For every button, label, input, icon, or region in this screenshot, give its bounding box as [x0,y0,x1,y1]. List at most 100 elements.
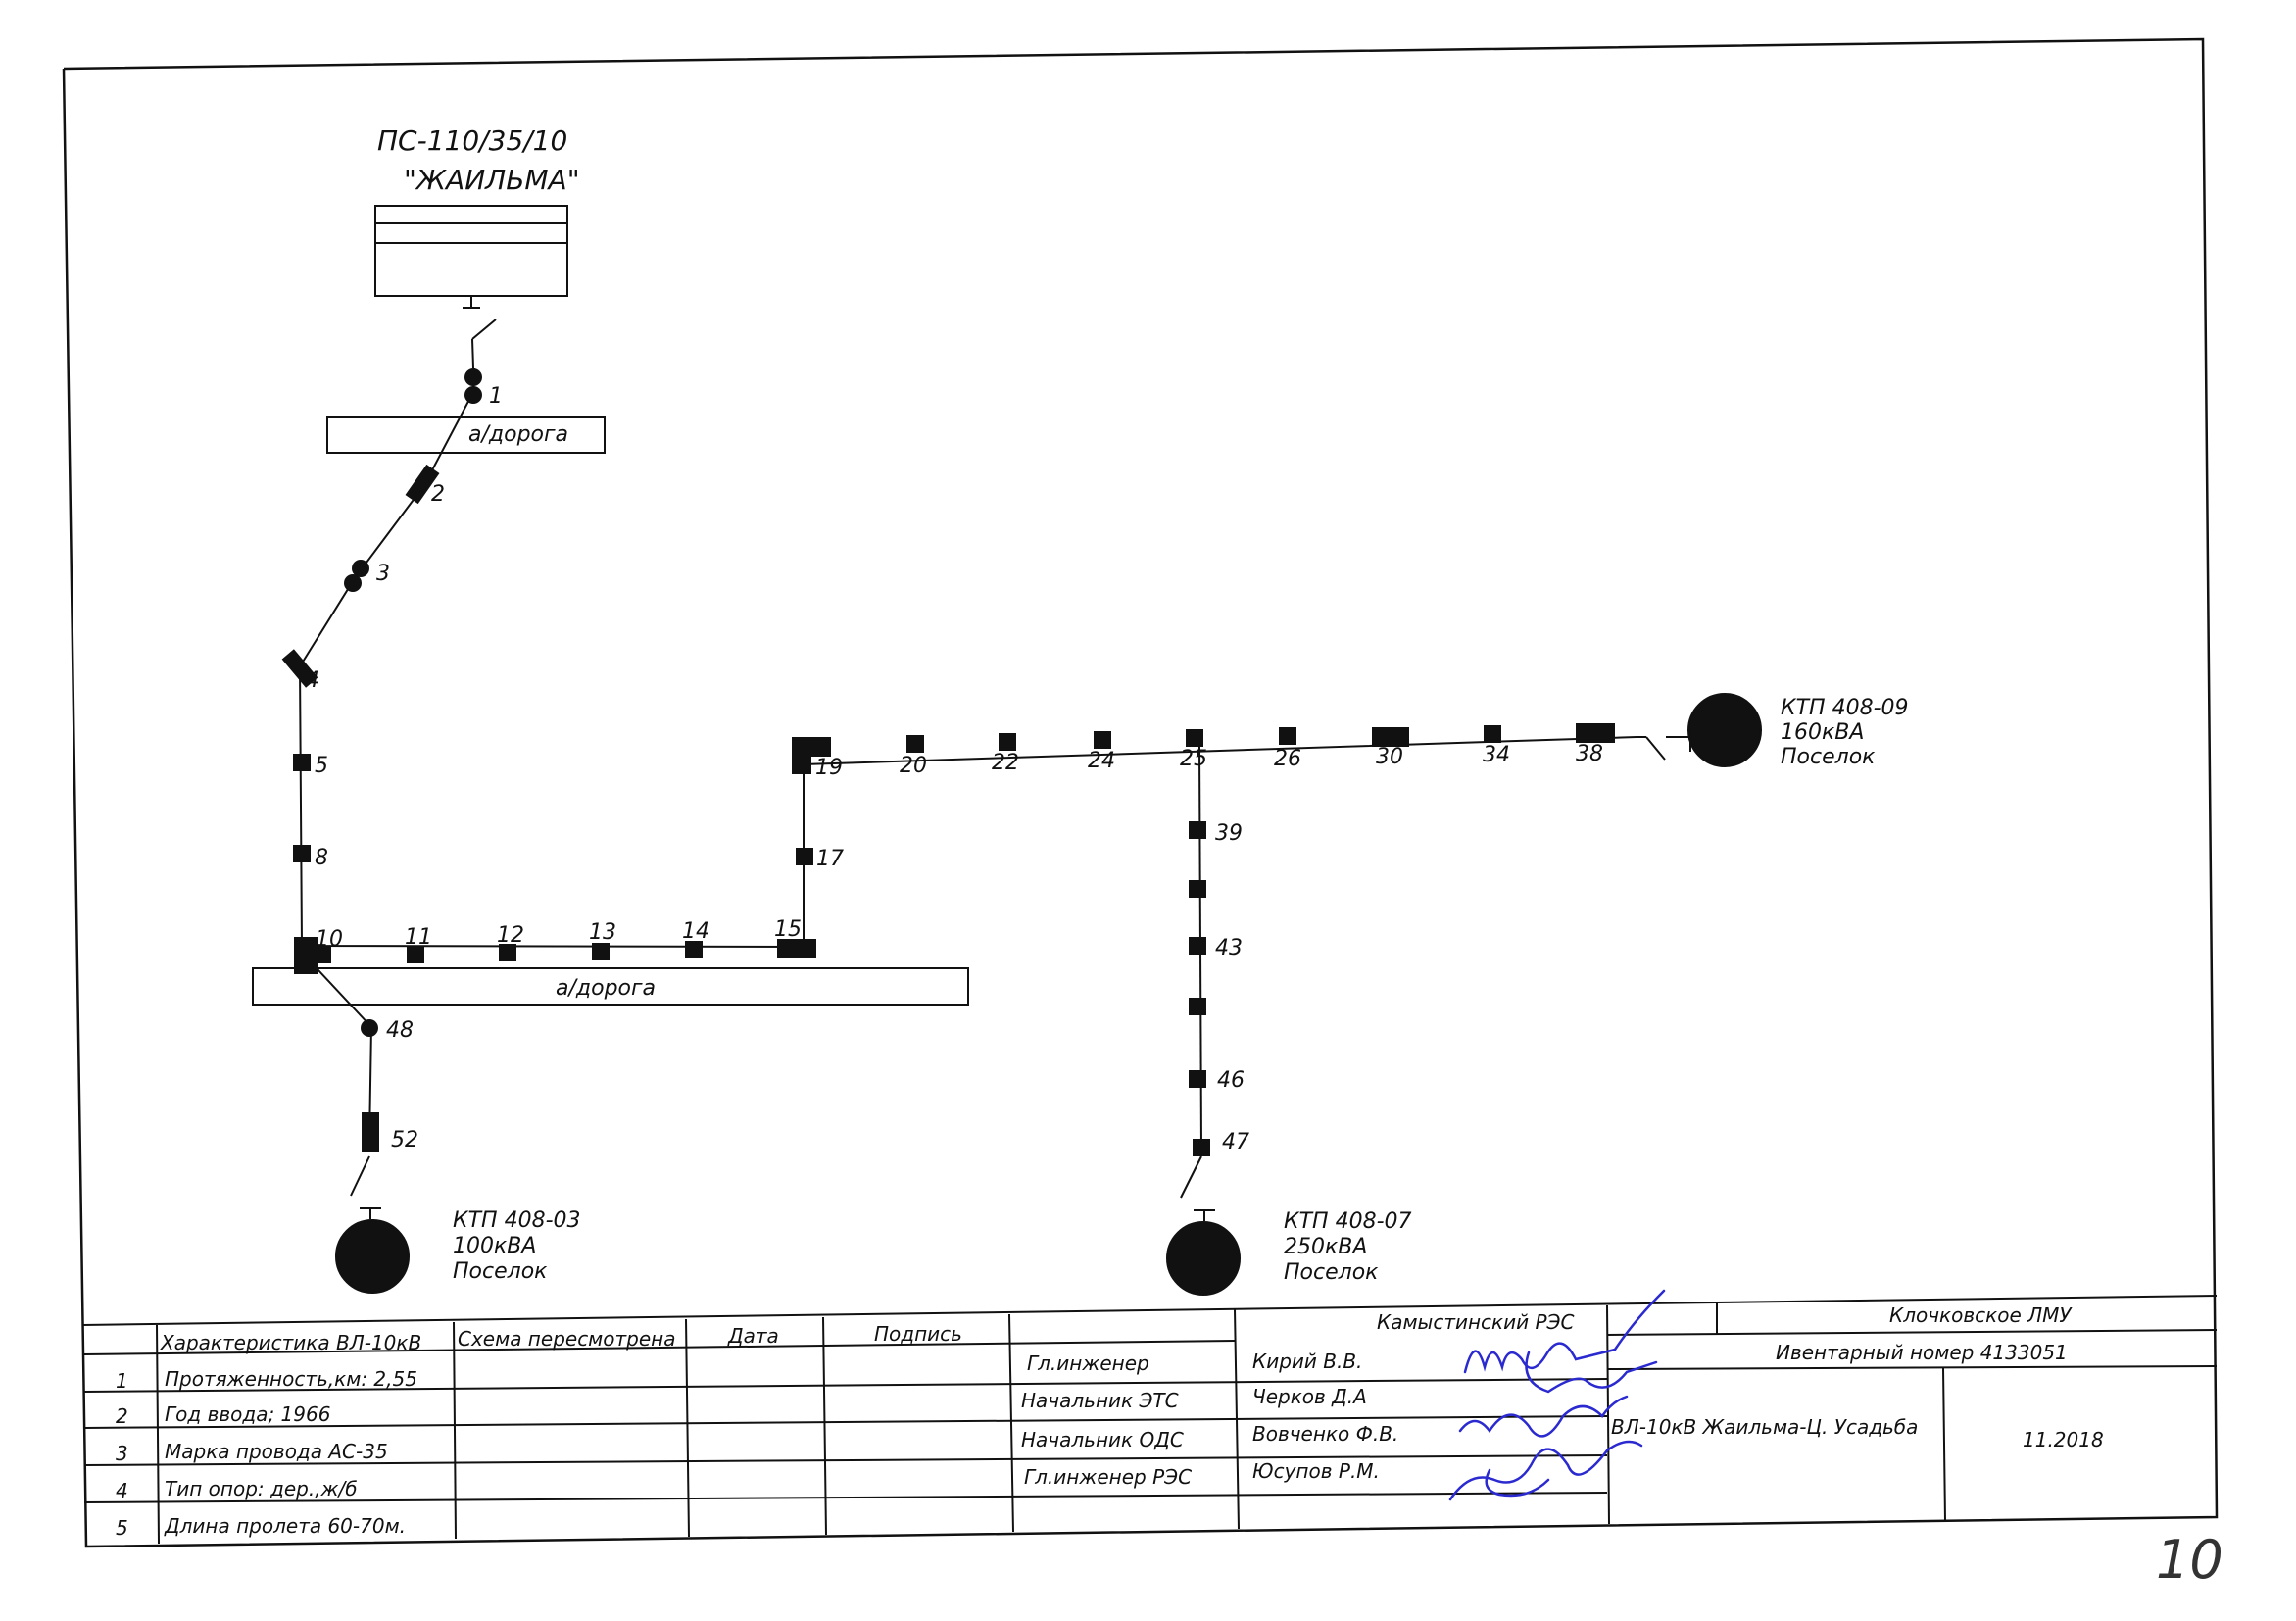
support-24 [1094,731,1111,749]
stamp-position: Гл.инженер РЭС [1024,1465,1192,1489]
support-14 [685,941,703,958]
support-20 [906,735,924,753]
support-label: 4 [306,668,319,693]
page-number: 10 [2156,1529,2223,1591]
support-label: 10 [316,927,343,952]
support-8 [293,845,311,862]
support-label: 14 [682,919,709,944]
support-44 [1189,998,1206,1015]
support-label: 12 [497,923,524,948]
support-52 [362,1112,379,1152]
support-38 [1576,723,1615,743]
support-41 [1189,880,1206,898]
support-label: 15 [774,917,802,942]
stamp-row-text: Протяженность,км: 2,55 [165,1367,417,1391]
drawing-frame [62,37,2219,1548]
support-label: 1 [489,384,503,409]
transformer-power: 250кВА [1284,1235,1367,1259]
stamp-position: Начальник ЭТС [1021,1389,1179,1412]
transformer-name: КТП 408-09 [1781,696,1909,720]
support-label: 48 [386,1018,414,1043]
stamp-name: Черков Д.А [1252,1385,1367,1408]
transformer-408-07 [1166,1221,1241,1296]
support-label: 43 [1215,936,1243,960]
transformer-name: КТП 408-03 [453,1208,581,1233]
support-label: 22 [992,751,1019,775]
transformer-power: 160кВА [1781,720,1864,745]
substation-block [374,205,568,368]
stamp-row-number: 3 [116,1442,128,1465]
support-label: 13 [589,920,616,945]
stamp-row-text: Год ввода; 1966 [165,1402,330,1426]
support-22 [999,733,1016,751]
support-1 [464,368,482,386]
stamp-name: Кирий В.В. [1252,1350,1362,1373]
substation-title: "ЖАИЛЬМА" [404,164,580,196]
support-symbols [281,368,1615,1156]
stamp-inventory: Ивентарный номер 4133051 [1776,1341,2068,1364]
stamp-org-res: Камыстинский РЭС [1377,1310,1575,1334]
stamp-position: Начальник ОДС [1021,1428,1184,1451]
support-25 [1186,729,1203,747]
support-47 [1193,1139,1210,1156]
stamp-org-lmu: Клочковское ЛМУ [1889,1303,2073,1327]
support-46 [1189,1070,1206,1088]
support-11 [407,946,424,963]
road-upper [326,416,606,454]
support-label: 52 [391,1128,418,1153]
transformer-place: Поселок [453,1259,548,1284]
support-26 [1279,727,1296,745]
support-2 [405,464,440,505]
transformer-symbols [335,693,1762,1296]
transformer-name: КТП 408-07 [1284,1209,1412,1234]
support-label: 25 [1180,747,1207,771]
support-15 [777,939,816,958]
support-label: 26 [1274,747,1301,771]
stamp-row-text: Марка провода АС-35 [165,1440,388,1463]
stamp-row-text: Длина пролета 60-70м. [164,1514,406,1538]
handwritten-signatures [1448,1289,1666,1501]
support-label: 46 [1217,1068,1245,1093]
transformer-place: Поселок [1781,745,1876,769]
stamp-header-revised: Схема пересмотрена [458,1327,676,1351]
support-3 [352,560,369,577]
stamp-position: Гл.инженер [1027,1351,1149,1375]
support-30 [1372,727,1409,747]
support-12 [499,944,516,961]
support-5 [293,754,311,771]
support-label: 30 [1376,745,1403,769]
road-upper-label: а/дорога [468,422,568,447]
stamp-row-number: 1 [116,1369,128,1393]
stamp-name: Юсупов Р.М. [1252,1459,1380,1483]
stamp-row-number: 4 [116,1479,128,1502]
support-34 [1484,725,1501,743]
support-label: 20 [900,754,927,778]
stamp-row-number: 2 [116,1404,128,1428]
support-48 [361,1019,378,1037]
support-4 [281,649,318,688]
stamp-row-number: 5 [116,1516,128,1540]
stamp-header-signature: Подпись [874,1322,962,1346]
support-13 [592,943,610,960]
support-label: 34 [1483,743,1510,767]
title-block [81,1295,2218,1545]
support-39 [1189,821,1206,839]
road-lower-label: а/дорога [556,976,656,1001]
support-label: 38 [1576,742,1603,766]
stamp-header-date: Дата [727,1324,779,1348]
overhead-line [298,367,1646,1150]
stamp-doc-date: 11.2018 [2023,1428,2104,1451]
substation-name: ПС-110/35/10 [377,124,567,157]
road-lower [252,967,969,1006]
support-label: 2 [431,482,445,507]
support-label: 3 [376,562,390,586]
support-label: 11 [405,925,432,950]
stamp-header-characteristic: Характеристика ВЛ-10кВ [160,1331,421,1354]
support-labels: 1 2 3 4 5 8 10 11 12 13 14 15 17 19 20 2… [306,384,1603,1154]
support-label: 24 [1088,749,1115,773]
transformer-408-03 [335,1219,410,1294]
support-17 [796,848,813,865]
support-43 [1189,937,1206,955]
stamp-name: Вовченко Ф.В. [1252,1422,1398,1446]
